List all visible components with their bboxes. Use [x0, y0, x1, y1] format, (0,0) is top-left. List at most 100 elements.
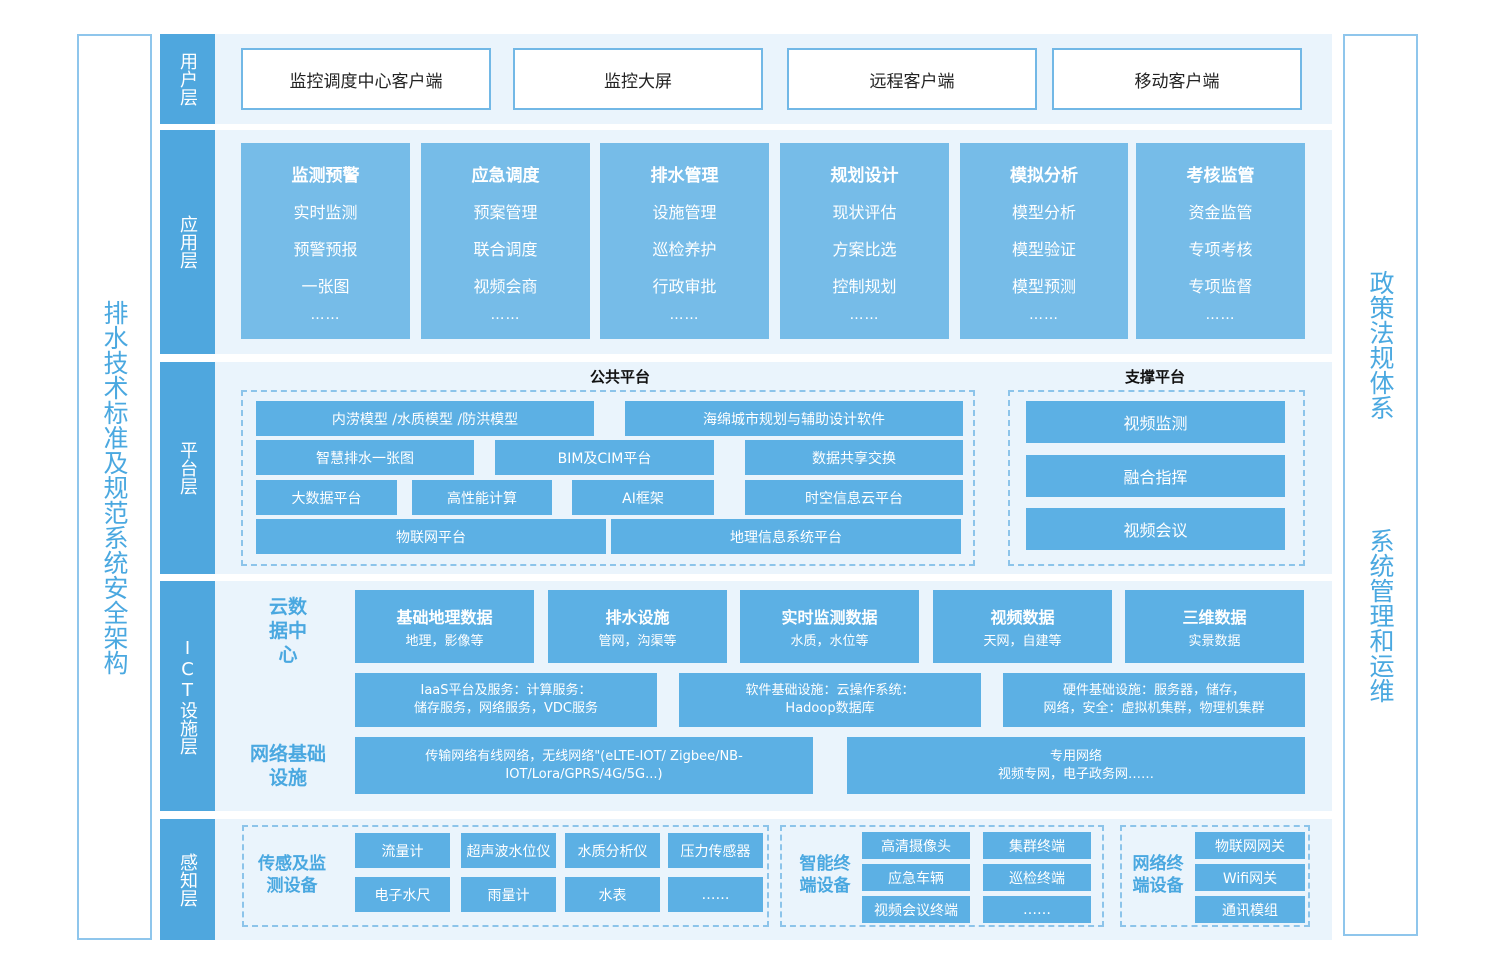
user-client-box[interactable]: 监控调度中心客户端 — [241, 48, 491, 110]
app-module-item: 设施管理 — [652, 203, 717, 222]
sensor-device-box[interactable]: 水质分析仪 — [565, 833, 660, 868]
sensor-device-box[interactable]: 水表 — [565, 877, 660, 912]
support-platform-item[interactable]: 视频监测 — [1026, 401, 1285, 443]
user-client-box[interactable]: 远程客户端 — [787, 48, 1037, 110]
app-module-item: 模型预测 — [1011, 277, 1076, 296]
public-platform-title: 公共平台 — [589, 367, 650, 386]
public-platform-item[interactable]: 时空信息云平台 — [745, 480, 963, 515]
app-module-item: 视频会商 — [473, 277, 538, 296]
smart-device-box[interactable]: 应急车辆 — [862, 864, 970, 891]
infra-line: IaaS平台及服务：计算服务： — [420, 683, 592, 698]
data-category-title: 视频数据 — [990, 608, 1055, 627]
sensor-device-box[interactable]: 超声波水位仪 — [461, 833, 556, 868]
support-platform-item[interactable]: 视频会议 — [1026, 508, 1285, 550]
network-line: 视频专网，电子政务网…… — [997, 766, 1154, 782]
smart-device-box[interactable]: 集群终端 — [983, 832, 1091, 859]
user-client-box[interactable]: 移动客户端 — [1052, 48, 1302, 110]
app-module-more: …… — [669, 307, 700, 323]
public-platform-item[interactable]: 大数据平台 — [256, 480, 397, 515]
public-platform-item[interactable]: 海绵城市规划与辅助设计软件 — [625, 401, 963, 436]
app-module-title: 应急调度 — [471, 166, 540, 186]
public-platform-item[interactable]: 数据共享交换 — [745, 440, 963, 475]
app-module-box[interactable]: 应急调度预案管理联合调度视频会商…… — [421, 143, 590, 339]
app-module-more: …… — [1029, 307, 1059, 323]
network-line: 专用网络 — [1049, 748, 1102, 764]
network-box[interactable]: 专用网络视频专网，电子政务网…… — [847, 737, 1305, 794]
app-module-title: 排水管理 — [650, 166, 719, 186]
network-line: 传输网络有线网络，无线网络"(eLTE-IOT/ Zigbee/NB- — [425, 748, 743, 764]
support-platform-title: 支撑平台 — [1124, 367, 1185, 386]
app-module-box[interactable]: 模拟分析模型分析模型验证模型预测…… — [960, 143, 1128, 339]
public-platform-frame — [241, 390, 975, 566]
infra-line: 硬件基础设施：服务器，储存， — [1062, 683, 1245, 698]
data-category-title: 实时监测数据 — [781, 608, 878, 627]
data-category-box[interactable]: 三维数据实景数据 — [1125, 590, 1304, 663]
smart-group-label: 智能终端设备 — [799, 854, 851, 896]
infra-box[interactable]: 硬件基础设施：服务器，储存， 网络，安全：虚拟机集群，物理机集群 — [1003, 673, 1305, 727]
app-module-item: 方案比选 — [832, 240, 897, 259]
app-module-item: 模型验证 — [1011, 240, 1076, 259]
ict-layer-label: ICT设施层 — [160, 581, 215, 811]
app-module-item: 巡检养护 — [652, 240, 717, 259]
network-box[interactable]: 传输网络有线网络，无线网络"(eLTE-IOT/ Zigbee/NB-IOT/L… — [355, 737, 813, 794]
net-device-box[interactable]: 物联网网关 — [1195, 832, 1305, 859]
app-module-more: …… — [849, 307, 880, 323]
public-platform-item[interactable]: 内涝模型 /水质模型 /防洪模型 — [256, 401, 594, 436]
sensor-device-box[interactable]: 流量计 — [355, 833, 450, 868]
left-banner: 排水技术标准及规范系统安全架构 — [77, 34, 152, 940]
left-banner-text: 排水技术标准及规范系统安全架构 — [100, 299, 129, 675]
cloud-data-center-label: 云数据中心 — [268, 596, 307, 666]
net-device-box[interactable]: Wifi网关 — [1195, 864, 1305, 891]
sensor-device-box[interactable]: 压力传感器 — [668, 833, 763, 868]
app-module-box[interactable]: 规划设计现状评估方案比选控制规划…… — [780, 143, 949, 339]
right-banner-top: 政策法规体系 — [1343, 250, 1418, 440]
data-category-sub: 地理，影像等 — [405, 634, 484, 649]
perception-layer-label: 感知层 — [160, 819, 215, 940]
public-platform-item[interactable]: 智慧排水一张图 — [256, 440, 474, 475]
app-module-box[interactable]: 考核监管资金监管专项考核专项监督…… — [1136, 143, 1305, 339]
public-platform-item[interactable]: 物联网平台 — [256, 519, 606, 554]
app-module-item: 现状评估 — [832, 203, 897, 222]
sensor-device-box[interactable]: 电子水尺 — [355, 877, 450, 912]
sensor-device-box[interactable]: …… — [668, 877, 763, 912]
public-platform-item[interactable]: 高性能计算 — [412, 480, 552, 515]
app-module-item: 控制规划 — [832, 277, 897, 296]
infra-box[interactable]: IaaS平台及服务：计算服务： 储存服务，网络服务，VDC服务 — [355, 673, 657, 727]
public-platform-item[interactable]: BIM及CIM平台 — [495, 440, 714, 475]
sensor-device-box[interactable]: 雨量计 — [461, 877, 556, 912]
smart-device-box[interactable]: …… — [983, 896, 1091, 923]
smart-device-box[interactable]: 高清摄像头 — [862, 832, 970, 859]
infra-line: 软件基础设施：云操作系统： — [745, 683, 915, 698]
public-platform-item[interactable]: AI框架 — [572, 480, 714, 515]
data-category-box[interactable]: 基础地理数据地理，影像等 — [355, 590, 534, 663]
data-category-box[interactable]: 视频数据天网，自建等 — [933, 590, 1112, 663]
smart-group-frame — [780, 825, 1104, 927]
data-category-box[interactable]: 排水设施管网，沟渠等 — [548, 590, 727, 663]
right-banner-bottom-text: 系统管理和运维 — [1366, 527, 1395, 703]
app-module-item: 模型分析 — [1011, 203, 1076, 222]
app-module-item: 实时监测 — [293, 203, 358, 222]
app-module-more: …… — [1205, 307, 1236, 323]
data-category-box[interactable]: 实时监测数据水质，水位等 — [740, 590, 919, 663]
net-device-box[interactable]: 通讯模组 — [1195, 896, 1305, 923]
infra-line: Hadoop数据库 — [785, 701, 875, 716]
app-layer-label: 应用层 — [160, 130, 215, 354]
net-group-label: 网络终端设备 — [1132, 854, 1184, 896]
app-module-item: 联合调度 — [473, 240, 538, 259]
net-group-frame — [1120, 825, 1310, 927]
right-banner-top-text: 政策法规体系 — [1366, 270, 1395, 420]
infra-box[interactable]: 软件基础设施：云操作系统： Hadoop数据库 — [679, 673, 981, 727]
user-client-box[interactable]: 监控大屏 — [513, 48, 763, 110]
right-banner-bottom: 系统管理和运维 — [1343, 510, 1418, 720]
infra-line: 储存服务，网络服务，VDC服务 — [414, 701, 598, 716]
support-platform-item[interactable]: 融合指挥 — [1026, 455, 1285, 497]
app-module-item: 专项考核 — [1188, 240, 1253, 259]
app-module-box[interactable]: 排水管理设施管理巡检养护行政审批…… — [600, 143, 769, 339]
user-layer-label: 用户层 — [160, 34, 215, 124]
smart-device-box[interactable]: 视频会议终端 — [862, 896, 970, 923]
app-module-item: 预警预报 — [293, 240, 358, 259]
smart-device-box[interactable]: 巡检终端 — [983, 864, 1091, 891]
app-module-box[interactable]: 监测预警实时监测预警预报一张图…… — [241, 143, 410, 339]
public-platform-item[interactable]: 地理信息系统平台 — [611, 519, 961, 554]
infra-line: 网络，安全：虚拟机集群，物理机集群 — [1043, 701, 1265, 716]
